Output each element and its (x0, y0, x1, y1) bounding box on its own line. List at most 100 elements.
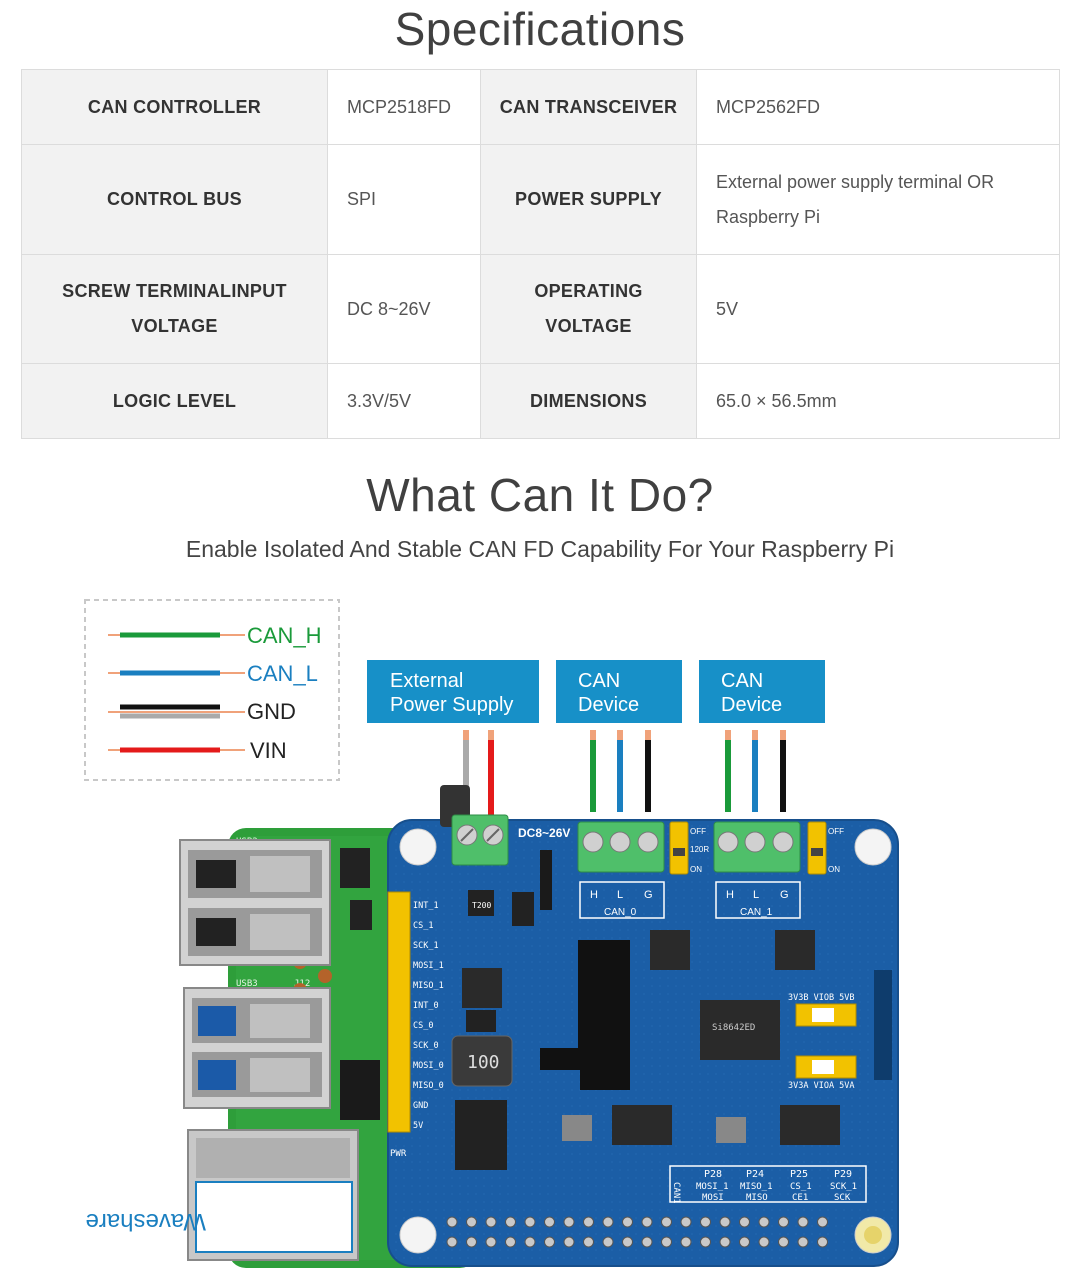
spec-value: 3.3V/5V (327, 363, 481, 439)
gpio-hole (602, 1236, 614, 1248)
gpio-hole (485, 1236, 497, 1248)
svg-text:SCK_0: SCK_0 (413, 1041, 439, 1051)
spec-value: 65.0 × 56.5mm (696, 363, 1060, 439)
gpio-hole (583, 1216, 594, 1228)
gpio-hole (817, 1236, 828, 1248)
gpio-hole (778, 1236, 789, 1248)
svg-text:ON: ON (828, 865, 840, 874)
usb3-port (183, 987, 331, 1109)
svg-text:CAN: CAN (578, 670, 620, 692)
gpio-hole (583, 1236, 594, 1248)
svg-text:P28: P28 (704, 1169, 722, 1180)
table-row: SCREW TERMINALINPUT VOLTAGE DC 8~26V OPE… (21, 254, 1060, 364)
gpio-hole (485, 1216, 497, 1228)
legend-can-h: CAN_H (247, 623, 322, 648)
svg-text:L: L (753, 889, 759, 901)
spec-label: LOGIC LEVEL (21, 363, 328, 439)
gpio-hole (466, 1236, 477, 1248)
isolation-slot (540, 940, 630, 1090)
spec-value: 5V (696, 254, 1060, 364)
table-row: LOGIC LEVEL 3.3V/5V DIMENSIONS 65.0 × 56… (21, 363, 1060, 439)
table-row: CONTROL BUS SPI POWER SUPPLY External po… (21, 144, 1060, 255)
spec-label: DIMENSIONS (480, 363, 697, 439)
gpio-hole (797, 1236, 809, 1248)
svg-text:G: G (780, 889, 789, 901)
svg-text:PWR: PWR (390, 1149, 407, 1159)
can-device-box-0: CAN Device (556, 660, 682, 723)
inductor (451, 1035, 513, 1087)
svg-text:Device: Device (578, 694, 639, 716)
svg-text:INT_1: INT_1 (413, 901, 439, 911)
legend-gnd: GND (247, 699, 296, 724)
wire-legend: CAN_H CAN_L GND VIN (84, 599, 340, 781)
gpio-hole (719, 1216, 731, 1228)
svg-text:T200: T200 (472, 901, 491, 910)
features-title: What Can It Do? (366, 469, 714, 521)
termination-jumper-1: OFF ON (807, 821, 844, 875)
gpio-hole (622, 1216, 633, 1228)
gpio-hole (661, 1236, 672, 1248)
vio-jumper-a: 3V3A VIOA 5VA (788, 1055, 857, 1091)
svg-text:Si8642ED: Si8642ED (712, 1023, 755, 1033)
spec-value: DC 8~26V (327, 254, 481, 364)
svg-text:MISO: MISO (746, 1193, 768, 1203)
gpio-hole (758, 1216, 770, 1228)
svg-text:OFF: OFF (828, 827, 844, 836)
gpio-hole (700, 1236, 711, 1248)
gpio-hole (563, 1236, 575, 1248)
gpio-hole (661, 1216, 672, 1228)
svg-text:Device: Device (721, 694, 782, 716)
specifications-table: CAN CONTROLLER MCP2518FD CAN TRANSCEIVER… (21, 69, 1060, 439)
svg-text:USB3: USB3 (236, 979, 258, 989)
svg-text:OFF: OFF (690, 827, 706, 836)
svg-text:100: 100 (467, 1052, 500, 1073)
svg-text:CAN1: CAN1 (671, 1182, 681, 1204)
svg-text:External: External (390, 670, 463, 692)
spec-label: CAN CONTROLLER (21, 69, 328, 145)
svg-text:MISO_0: MISO_0 (413, 1081, 444, 1091)
gpio-hole (739, 1236, 750, 1248)
svg-text:5V: 5V (413, 1121, 423, 1131)
svg-text:INT_0: INT_0 (413, 1001, 439, 1011)
pin-mapping-table: CAN1 P28 P24 P25 P29 MOSI_1 MISO_1 CS_1 … (669, 1165, 867, 1204)
svg-text:MOSI_0: MOSI_0 (413, 1061, 444, 1071)
gpio-hole (700, 1216, 711, 1228)
can0-wires (590, 730, 651, 812)
svg-text:CAN: CAN (721, 670, 763, 692)
gpio-hole (739, 1216, 750, 1228)
external-power-box: External Power Supply (367, 660, 539, 723)
gpio-hole (719, 1236, 731, 1248)
svg-text:3V3A VIOA 5VA: 3V3A VIOA 5VA (788, 1081, 855, 1091)
gpio-hole (563, 1216, 575, 1228)
can-fd-hat-board: DC8~26V H L G CAN_0 H L G CAN_1 (387, 785, 899, 1267)
can0-terminal: H L G CAN_0 (577, 821, 665, 919)
gpio-hole (524, 1236, 536, 1248)
features-subtitle: Enable Isolated And Stable CAN FD Capabi… (185, 536, 895, 562)
svg-text:L: L (617, 889, 623, 901)
spec-value: External power supply terminal OR Raspbe… (696, 144, 1060, 255)
svg-text:MISO_1: MISO_1 (740, 1182, 773, 1192)
gpio-hole (778, 1216, 789, 1228)
spec-label: SCREW TERMINALINPUT VOLTAGE (21, 254, 328, 364)
usb2-port (179, 839, 331, 966)
svg-text:ON: ON (690, 865, 702, 874)
legend-vin: VIN (250, 738, 287, 763)
svg-text:P24: P24 (746, 1169, 764, 1180)
gpio-hole (602, 1216, 614, 1228)
spec-label: OPERATING VOLTAGE (480, 254, 697, 364)
table-row: CAN CONTROLLER MCP2518FD CAN TRANSCEIVER… (21, 69, 1060, 145)
spec-label: POWER SUPPLY (480, 144, 697, 255)
svg-text:Power Supply: Power Supply (390, 694, 513, 716)
can-device-box-1: CAN Device (699, 660, 825, 723)
spec-value: MCP2518FD (327, 69, 481, 145)
svg-text:MOSI_1: MOSI_1 (696, 1182, 729, 1192)
svg-text:MOSI: MOSI (702, 1193, 724, 1203)
gpio-hole (641, 1216, 653, 1228)
gpio-hole (758, 1236, 770, 1248)
gpio-hole (544, 1216, 555, 1228)
pin-header-left: INT_1 CS_1 SCK_1 MOSI_1 MISO_1 INT_0 CS_… (387, 891, 444, 1159)
gpio-hole (466, 1216, 477, 1228)
vio-jumper-b: 3V3B VIOB 5VB (788, 993, 857, 1027)
svg-text:P29: P29 (834, 1169, 852, 1180)
gpio-hole (446, 1216, 458, 1228)
